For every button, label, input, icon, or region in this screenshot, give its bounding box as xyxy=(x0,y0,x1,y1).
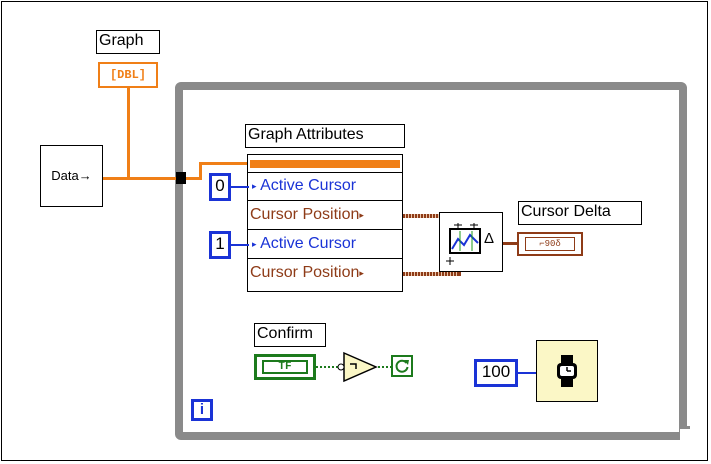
wristwatch-icon xyxy=(557,355,577,387)
cluster-glyph: ⌐90δ xyxy=(539,239,561,249)
graph-wire-to-node[interactable] xyxy=(199,162,247,165)
graph-terminal-label[interactable]: Graph xyxy=(96,30,160,54)
cursor-delta-indicator-inner: ⌐90δ xyxy=(525,237,575,251)
loop-condition-terminal[interactable] xyxy=(391,355,413,377)
confirm-label[interactable]: Confirm xyxy=(254,323,326,347)
cursor-delta-label[interactable]: Cursor Delta xyxy=(518,201,642,225)
constant-cursor-0[interactable]: 0 xyxy=(209,173,231,201)
graph-wire-vertical[interactable] xyxy=(127,88,130,179)
data-node-label: Data→ xyxy=(51,168,92,183)
tf-label: TF xyxy=(278,361,292,373)
attribute-node-title[interactable]: Graph Attributes xyxy=(245,124,405,148)
wire-wait-ms[interactable] xyxy=(518,372,536,374)
output-arrow-icon: ▸ xyxy=(359,268,364,278)
constant-cursor-1[interactable]: 1 xyxy=(209,231,231,259)
row-label: Cursor Position xyxy=(250,264,360,282)
iteration-label: i xyxy=(199,401,205,418)
input-arrow-icon: ▸ xyxy=(252,239,257,249)
data-node[interactable]: Data→ xyxy=(40,145,103,207)
graph-terminal[interactable]: [DBL] xyxy=(98,62,158,88)
attribute-node[interactable]: ▸ Active Cursor Cursor Position▸ ▸ Activ… xyxy=(247,154,403,292)
row-active-cursor-1[interactable]: ▸ Active Cursor xyxy=(248,231,402,259)
graph-wire-inside[interactable] xyxy=(186,177,201,180)
wire-confirm-to-not[interactable] xyxy=(316,366,338,368)
loop-iteration-terminal[interactable]: i xyxy=(191,399,213,421)
dbl-type-tag: [DBL] xyxy=(109,68,146,82)
cursor-delta-subvi[interactable]: Δ xyxy=(439,212,503,272)
row-cursor-position-1[interactable]: Cursor Position▸ xyxy=(248,260,402,288)
while-loop-corner xyxy=(680,428,694,440)
row-cursor-position-0[interactable]: Cursor Position▸ xyxy=(248,202,402,230)
confirm-terminal[interactable]: TF xyxy=(254,354,316,380)
wire-cursor-delta[interactable] xyxy=(503,242,517,245)
row-label: Active Cursor xyxy=(260,235,357,253)
confirm-terminal-inner: TF xyxy=(262,360,308,374)
wire-cursor-1[interactable] xyxy=(231,244,249,246)
loop-condition-icon xyxy=(395,359,409,373)
attribute-node-header-stripe xyxy=(250,160,400,168)
wire-cursor-pos-0[interactable] xyxy=(403,214,439,218)
constant-wait-ms[interactable]: 100 xyxy=(474,359,518,387)
delta-symbol: Δ xyxy=(484,230,495,247)
output-arrow-icon: ▸ xyxy=(359,210,364,220)
row-active-cursor-0[interactable]: ▸ Active Cursor xyxy=(248,173,402,201)
graph-wire-rise[interactable] xyxy=(199,162,202,180)
loop-tunnel[interactable] xyxy=(176,172,186,184)
row-label: Active Cursor xyxy=(260,177,357,195)
wire-cursor-pos-1[interactable] xyxy=(403,272,459,276)
wire-not-to-stop[interactable] xyxy=(378,366,392,368)
not-gate-icon[interactable] xyxy=(336,350,380,384)
row-label: Cursor Position xyxy=(250,206,360,224)
while-loop-corner-line xyxy=(680,426,690,429)
graph-cursor-delta-icon xyxy=(446,223,481,265)
wire-cursor-0[interactable] xyxy=(231,186,249,188)
attribute-node-header xyxy=(248,155,402,173)
graph-wire-horizontal[interactable] xyxy=(103,177,179,180)
input-arrow-icon: ▸ xyxy=(252,181,257,191)
wait-timer[interactable] xyxy=(536,340,598,402)
cursor-delta-indicator[interactable]: ⌐90δ xyxy=(517,232,583,256)
while-loop[interactable] xyxy=(175,82,687,440)
